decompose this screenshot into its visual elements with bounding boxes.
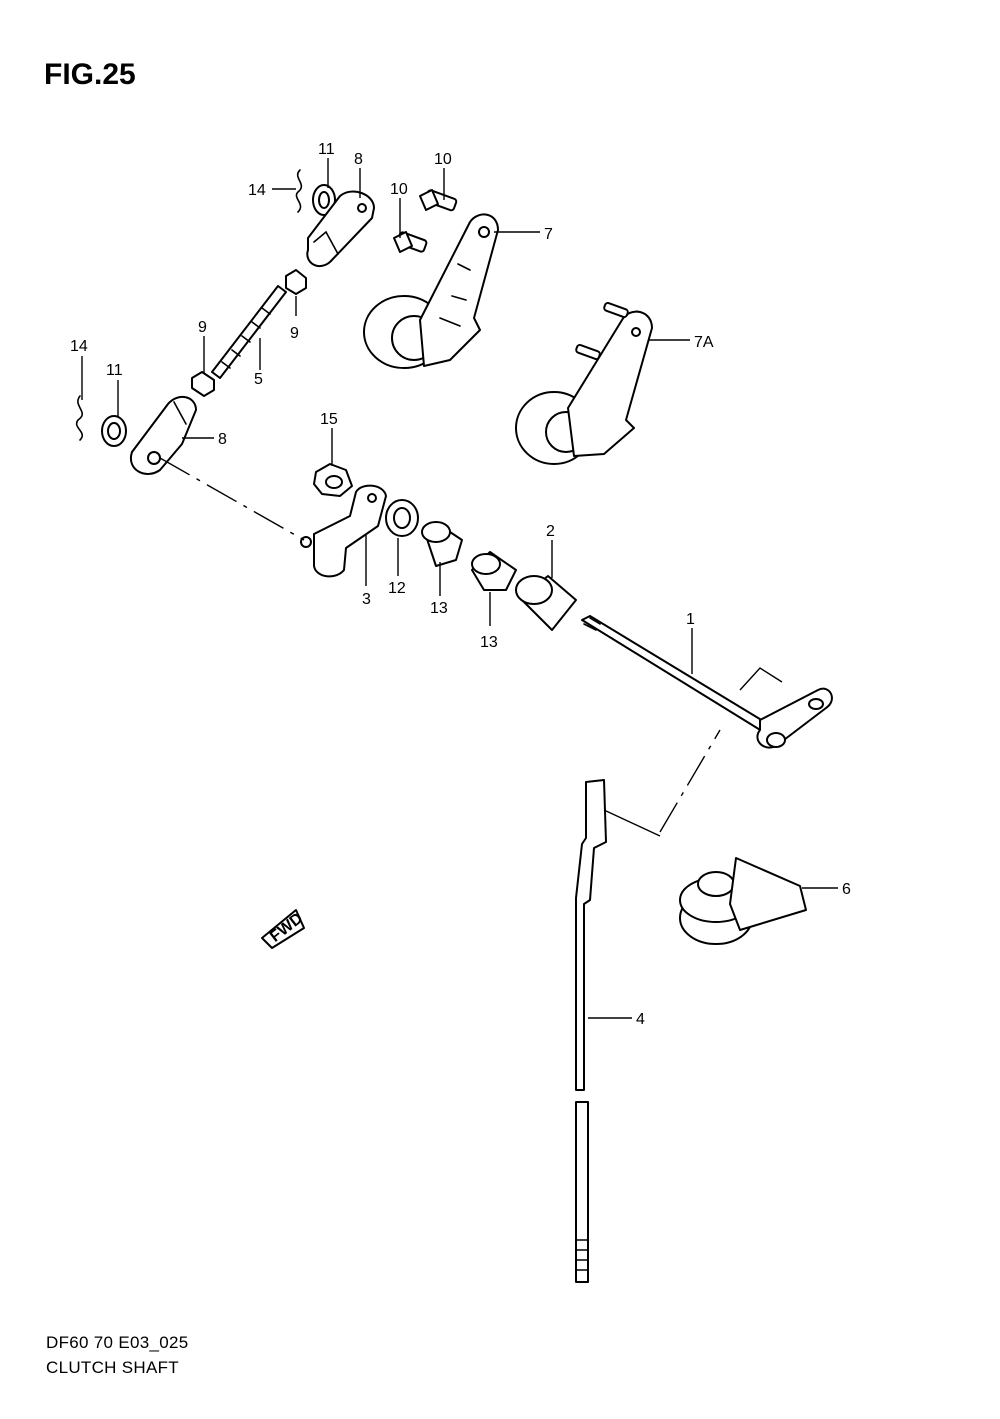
callout-4: 4 [636,1011,645,1028]
figure-model-code: DF60 70 E03_025 [46,1333,189,1352]
callout-13-b: 13 [480,634,498,651]
callout-6: 6 [842,881,851,898]
bolt-10-lower [393,231,428,253]
callout-1: 1 [686,611,695,628]
leader-lines [81,158,838,1019]
callout-7a: 7A [694,334,714,351]
callout-11-lower: 11 [106,362,123,379]
callout-5: 5 [254,371,263,388]
shift-lever-7 [363,213,499,369]
callout-8-lower: 8 [218,431,227,448]
nut-15 [313,463,353,497]
callout-9-left: 9 [198,319,207,336]
arm-8-upper [306,190,375,268]
clutch-rod-4 [575,779,607,1283]
callout-10-upper: 10 [434,151,452,168]
fwd-arrow-icon: FWD [261,909,306,949]
clip-14-upper [295,169,303,213]
alignment-line-rod [659,729,721,833]
damper-6 [679,857,807,945]
bushing-13-a [421,521,463,567]
clutch-shaft-1 [581,615,833,749]
alignment-line-arm [159,457,305,541]
bolt-10-upper [419,189,458,212]
nut-9-lower [191,371,215,397]
washer-12 [385,499,419,537]
callout-8-upper: 8 [354,151,363,168]
callout-14-lower: 14 [70,338,88,355]
callout-13-a: 13 [430,600,448,617]
callout-11-upper: 11 [318,141,335,158]
callout-10-lower: 10 [390,181,408,198]
figure-name: CLUTCH SHAFT [46,1358,179,1377]
figure-title: FIG.25 [44,58,136,91]
fwd-label: FWD [267,910,306,946]
alignment-line-shaft [739,667,783,691]
alignment-line-rod-elbow [603,809,661,837]
callout-14-upper: 14 [248,182,266,199]
bracket-3 [300,484,387,578]
callout-3: 3 [362,591,371,608]
washer-11-upper [312,184,336,216]
callout-12: 12 [388,580,406,597]
callout-9-right: 9 [290,325,299,342]
arm-8-lower [129,395,197,475]
collar-2 [515,575,577,631]
bushing-13-b [471,551,517,591]
callout-7: 7 [544,226,553,243]
adjust-screw-5 [211,285,287,379]
nut-9-upper [285,269,307,295]
clip-14-lower [75,395,84,441]
callout-2: 2 [546,523,555,540]
shift-lever-7a [515,301,653,465]
callout-15: 15 [320,411,338,428]
washer-11-lower [101,415,127,447]
